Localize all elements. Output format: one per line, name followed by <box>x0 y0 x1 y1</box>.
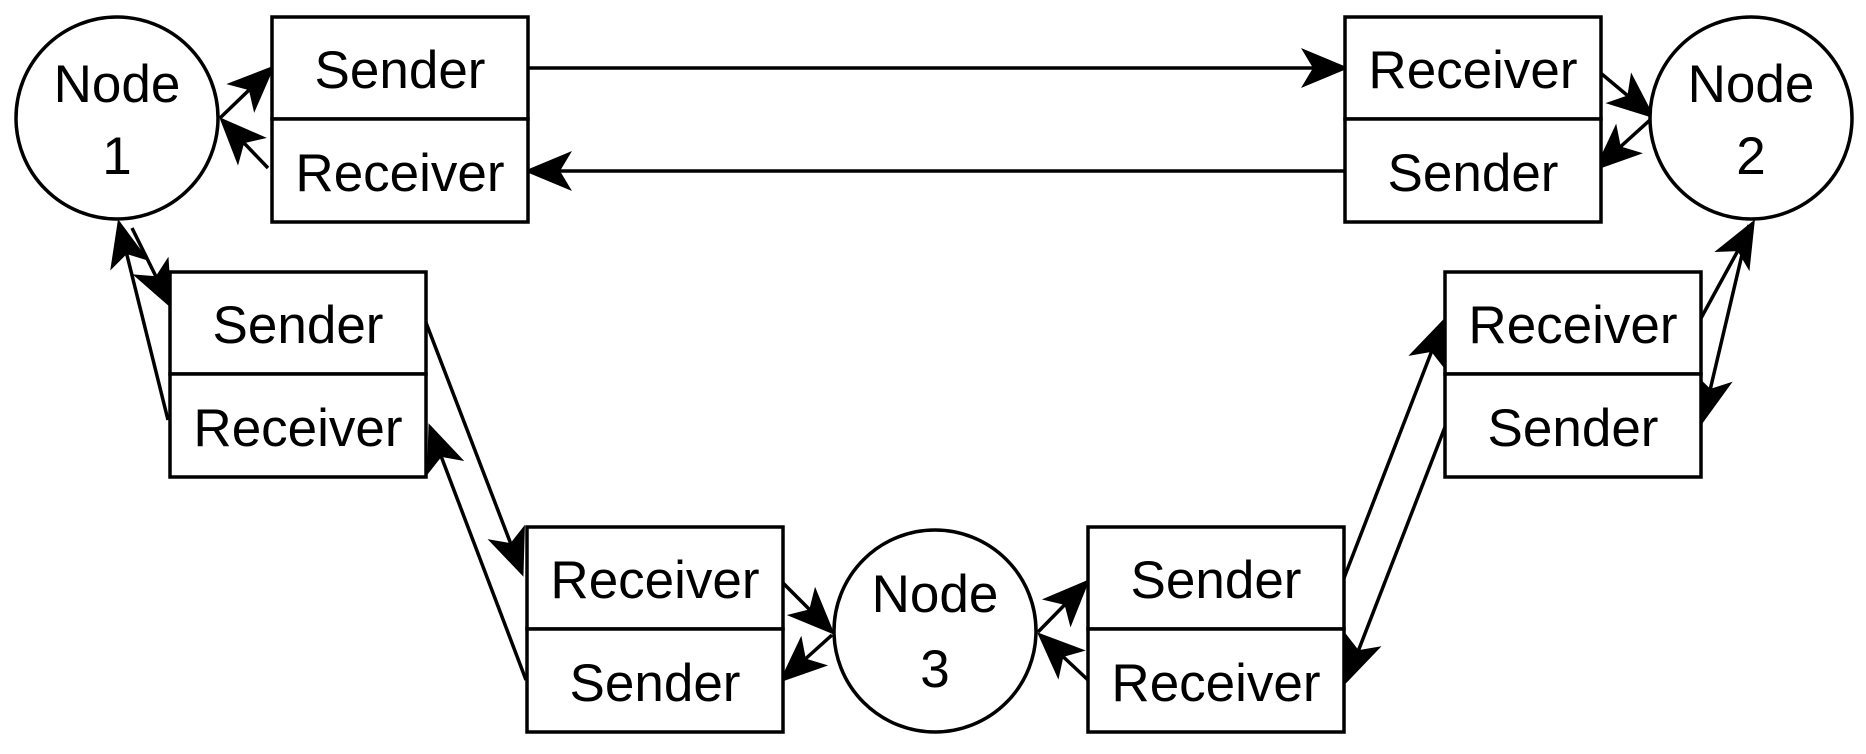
edge-receiver-right-to-node3 <box>1037 632 1090 682</box>
node3-left-receiver-label: Receiver <box>550 551 759 610</box>
node3-left-sender-label: Sender <box>570 654 741 713</box>
edges <box>110 48 1755 684</box>
node-3-label-line1: Node <box>872 565 999 624</box>
node1-left-receiver-label: Receiver <box>193 399 402 458</box>
node-3-label-line2: 3 <box>920 640 949 699</box>
node1-top-sender-label: Sender <box>315 41 486 100</box>
edge-node2-to-sender-upper <box>1693 224 1751 424</box>
edge-sender-left-to-receiver-bottom <box>423 319 525 577</box>
node1-left-box: Sender Receiver <box>168 270 428 479</box>
node2-top-sender-label: Sender <box>1388 144 1559 203</box>
node3-right-box: Sender Receiver <box>1086 525 1346 734</box>
node2-right-sender-label: Sender <box>1488 399 1659 458</box>
node-2: Node 2 <box>1648 15 1854 221</box>
node2-right-receiver-label: Receiver <box>1468 296 1677 355</box>
edge-receiver-left-to-node1 <box>110 219 170 421</box>
node2-top-receiver-label: Receiver <box>1368 41 1577 100</box>
node-1-label-line2: 1 <box>102 127 131 186</box>
node1-top-box: Sender Receiver <box>270 15 530 224</box>
edge-node3-to-sender-bottom <box>779 633 834 683</box>
node1-top-receiver-label: Receiver <box>295 144 504 203</box>
node-1-label-line1: Node <box>54 55 181 114</box>
node-2-label-line1: Node <box>1688 55 1815 114</box>
edge-receiver-bottom-to-node3 <box>780 580 835 635</box>
edge-sender-right-to-receiver-upper <box>1342 318 1446 579</box>
node-1: Node 1 <box>14 15 220 221</box>
node1-left-sender-label: Sender <box>213 296 384 355</box>
edge-receiver-to-node2 <box>1595 68 1656 119</box>
node-2-label-line2: 2 <box>1736 127 1765 186</box>
edge-receiver-to-node1 <box>219 117 270 170</box>
node2-right-box: Receiver Sender <box>1443 270 1703 479</box>
node-3: Node 3 <box>832 528 1038 734</box>
node2-top-box: Receiver Sender <box>1343 15 1603 224</box>
node3-right-sender-label: Sender <box>1131 551 1302 610</box>
edge-sender-bottom-to-receiver-left <box>426 423 528 681</box>
node3-right-receiver-label: Receiver <box>1111 654 1320 713</box>
edge-node3-to-sender-right <box>1036 579 1090 634</box>
edge-node1-to-sender <box>218 65 275 120</box>
node3-left-box: Receiver Sender <box>525 525 785 734</box>
edge-sender-upper-to-receiver-right <box>1344 426 1447 684</box>
edge-node2-to-sender <box>1594 118 1652 171</box>
